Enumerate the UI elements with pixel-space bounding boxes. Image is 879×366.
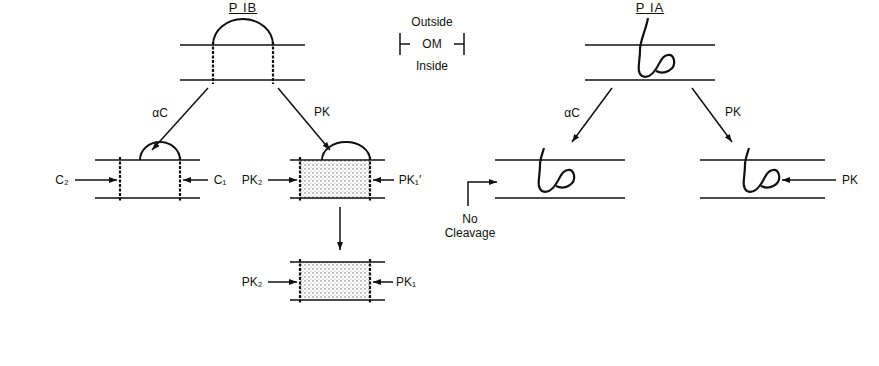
- treatment-label: PK: [725, 105, 741, 119]
- leader-arrow: [468, 182, 497, 206]
- fragment-label: PK: [842, 173, 858, 187]
- treatment-label: αC: [152, 106, 168, 120]
- protein-name: P IB: [229, 1, 257, 15]
- treatment-label: αC: [564, 106, 580, 120]
- cleavage-arrow: [373, 179, 394, 181]
- protein-name: P IA: [636, 1, 664, 15]
- fragment-label: C₂: [55, 173, 68, 187]
- om-bracket: [400, 33, 464, 55]
- cleavage-arrow: [268, 281, 297, 283]
- fragment-label: PK₁: [396, 275, 416, 289]
- fragment-label: PK₂: [242, 173, 263, 187]
- fragment-label: PK₁′: [399, 173, 421, 187]
- cleavage-arrow: [183, 179, 208, 181]
- pib-membrane-cleaved: [95, 142, 200, 201]
- pib-membrane: [180, 19, 305, 84]
- cleavage-arrow: [373, 281, 393, 283]
- cleavage-arrow: [268, 179, 297, 181]
- pia-membrane: [585, 18, 715, 80]
- fragment-label: PK₂: [242, 275, 263, 289]
- arrow: [339, 207, 341, 250]
- pib-membrane-pk: [290, 142, 385, 201]
- arrow: [278, 88, 330, 150]
- membrane-label: OM: [422, 37, 441, 51]
- pia-membrane-ac: [495, 148, 625, 198]
- arrow: [152, 88, 208, 150]
- pib-membrane-pk-final: [290, 259, 385, 303]
- pia-membrane-pk: [700, 148, 825, 198]
- cleavage-arrow: [782, 179, 836, 181]
- side-label: Outside: [411, 15, 452, 29]
- side-label: Inside: [416, 59, 448, 73]
- treatment-label: PK: [314, 105, 330, 119]
- cleavage-arrow: [75, 179, 117, 181]
- fragment-label: C₁: [214, 173, 227, 187]
- note-label: No Cleavage: [442, 212, 498, 240]
